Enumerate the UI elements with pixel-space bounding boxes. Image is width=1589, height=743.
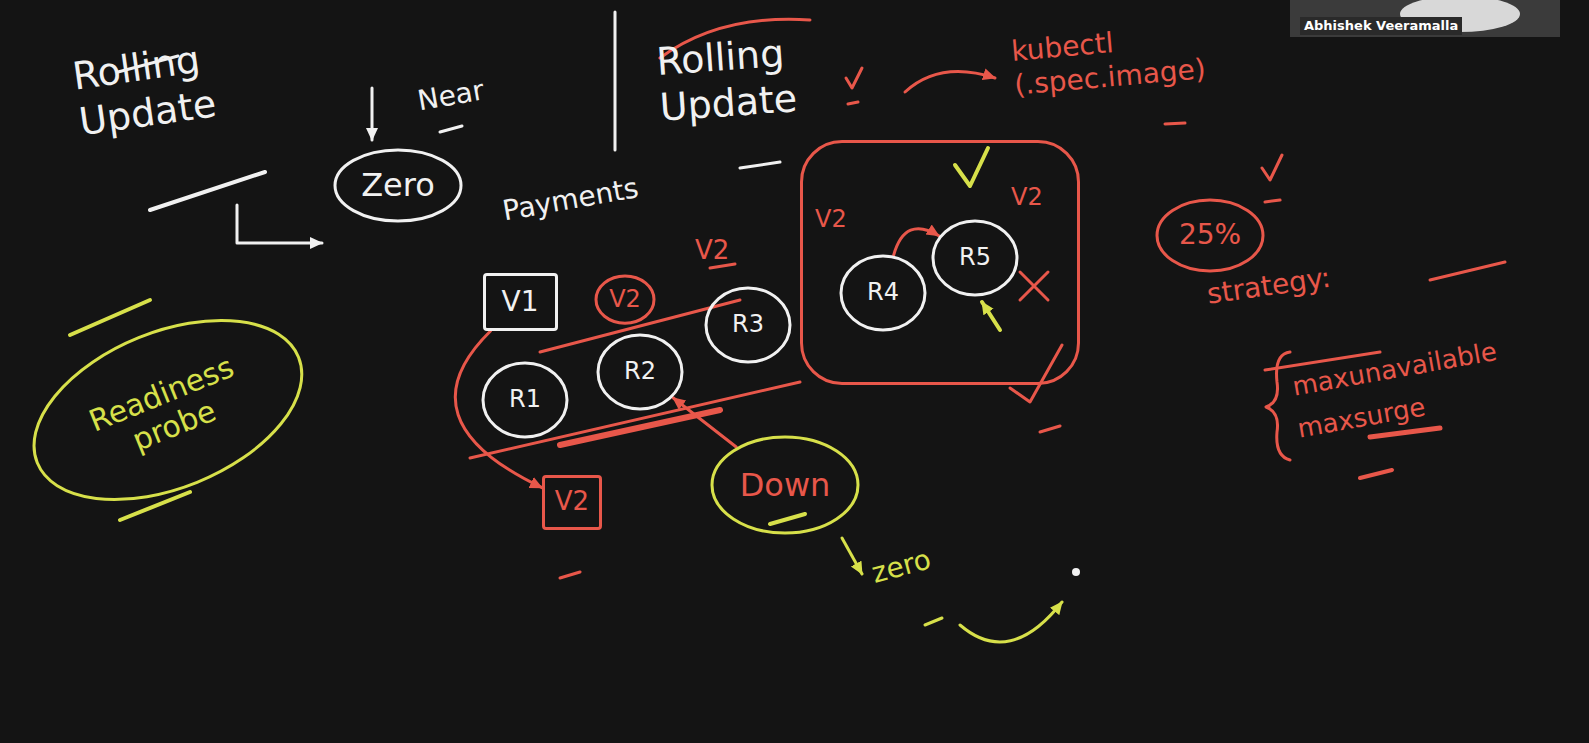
node-text-group: Readiness probe: [67, 342, 269, 477]
node-label: R4: [867, 279, 899, 307]
update-region: V2V2R4R5: [800, 140, 1080, 385]
node-label: 25%: [1179, 219, 1241, 251]
node-label: V2: [555, 487, 589, 517]
zero-circle: Zero: [333, 148, 463, 223]
readiness-ellipse: Readiness probe: [6, 282, 331, 537]
heading-text: Rolling Update: [70, 22, 320, 146]
param-label: maxunavailable: [1290, 336, 1499, 403]
node-label: R3: [732, 311, 764, 339]
replica-circle: R1: [481, 361, 569, 439]
node-text-group: R3: [732, 311, 764, 339]
replica-circle: R4: [839, 254, 927, 332]
node-label: V1: [502, 286, 539, 318]
version-label: V2: [695, 235, 729, 266]
outline-ellipse: [8, 285, 328, 535]
note-text: Near: [415, 73, 487, 118]
node-label: R5: [959, 244, 991, 272]
outline-ellipse: [335, 150, 461, 221]
node-text-group: R1: [509, 386, 541, 414]
replica-circle: R5: [931, 219, 1019, 297]
node-label: Zero: [361, 167, 435, 204]
percent-circle: 25%: [1155, 198, 1265, 273]
command-text: kubectl (.spec.image): [1010, 9, 1315, 102]
down-ellipse: Down: [710, 435, 860, 535]
node-text-group: Zero: [361, 167, 435, 204]
heading-text: Rolling Update: [655, 25, 871, 131]
connector-arrow: [455, 331, 542, 488]
node-label: R1: [509, 386, 541, 414]
connector-arrow: [894, 229, 939, 255]
version-box: V2: [542, 475, 602, 530]
node-text-group: Down: [740, 467, 831, 504]
node-text-group: 25%: [1179, 219, 1241, 251]
node-text-group: V2: [609, 286, 641, 314]
service-name: Payments: [500, 171, 641, 228]
version-box: V1: [483, 273, 558, 331]
outline-ellipse: [841, 256, 925, 330]
node-text-group: V1: [502, 286, 539, 318]
node-text-group: R2: [624, 358, 656, 386]
version-circle: V2: [594, 274, 656, 325]
param-label: maxsurge: [1295, 392, 1428, 445]
connector-arrow: [673, 398, 736, 447]
note-text: zero: [868, 542, 935, 590]
node-label: R2: [624, 358, 656, 386]
node-label: Down: [740, 467, 831, 504]
outline-ellipse: [933, 221, 1017, 295]
outline-ellipse: [712, 437, 858, 533]
node-text-group: R5: [959, 244, 991, 272]
presenter-name: Abhishek Veeramalla: [1300, 17, 1462, 35]
outline-ellipse: [596, 276, 654, 323]
outline-ellipse: [706, 288, 790, 362]
outline-ellipse: [483, 363, 567, 437]
node-text-group: R4: [867, 279, 899, 307]
outline-ellipse: [598, 335, 682, 409]
node-text-group: V2: [555, 487, 589, 517]
node-label: V2: [815, 205, 847, 233]
outline-ellipse: [1157, 200, 1263, 271]
node-label: V2: [609, 286, 641, 314]
replica-circle: R2: [596, 333, 684, 411]
replica-circle: R3: [704, 286, 792, 364]
node-label: V2: [1011, 183, 1043, 211]
node-label: Readiness probe: [67, 342, 269, 477]
